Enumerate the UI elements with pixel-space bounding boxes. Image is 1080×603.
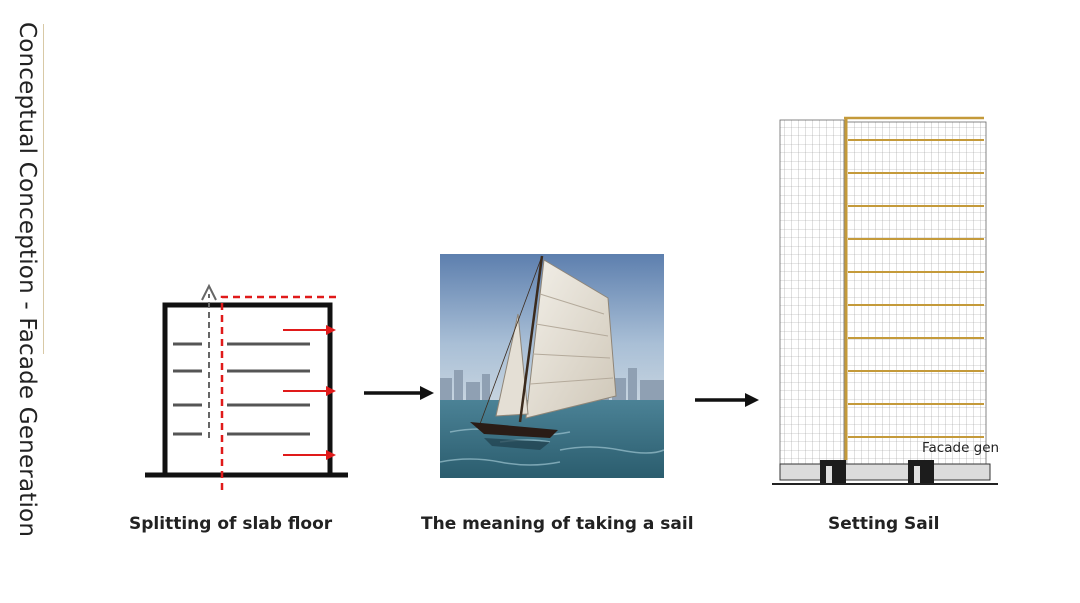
- caption-splitting-slab-floor: Splitting of slab floor: [129, 514, 333, 534]
- pier-opening: [826, 466, 832, 484]
- arrow-up-icon: [201, 283, 217, 301]
- pier-opening: [914, 466, 920, 484]
- facade-generation-label: Facade generation: [922, 440, 1000, 456]
- arrow-right-icon: [326, 325, 336, 335]
- mast: [518, 255, 544, 423]
- left-facade: [779, 119, 845, 465]
- podium-pier: [820, 460, 846, 484]
- fore-sail: [495, 313, 529, 417]
- sail-frames: [844, 116, 984, 460]
- arrow-right-icon: [695, 393, 759, 407]
- podium-base: [779, 463, 991, 481]
- sailboat-photo: [440, 254, 664, 478]
- sail-battens: [529, 293, 614, 385]
- shift-arrows: [283, 325, 336, 460]
- arrow-right-icon: [326, 386, 336, 396]
- main-sail: [525, 259, 617, 419]
- tower-elevation: Facade generation: [772, 116, 1000, 485]
- caption-setting-sail: Setting Sail: [828, 514, 940, 534]
- hull: [470, 422, 558, 438]
- rigging: [479, 255, 543, 425]
- arrow-right-icon: [364, 386, 434, 400]
- podium-pier: [908, 460, 934, 484]
- slab-split-diagram: [145, 283, 348, 490]
- hull-reflection: [484, 438, 550, 450]
- caption-meaning-of-sail: The meaning of taking a sail: [421, 514, 694, 534]
- slab-lines: [173, 342, 310, 436]
- page-title: Conceptual Conception - Facade Generatio…: [14, 22, 40, 538]
- arrow-right-icon: [326, 450, 336, 460]
- right-facade: [845, 121, 987, 465]
- title-divider: [43, 24, 44, 354]
- split-line: [220, 295, 340, 490]
